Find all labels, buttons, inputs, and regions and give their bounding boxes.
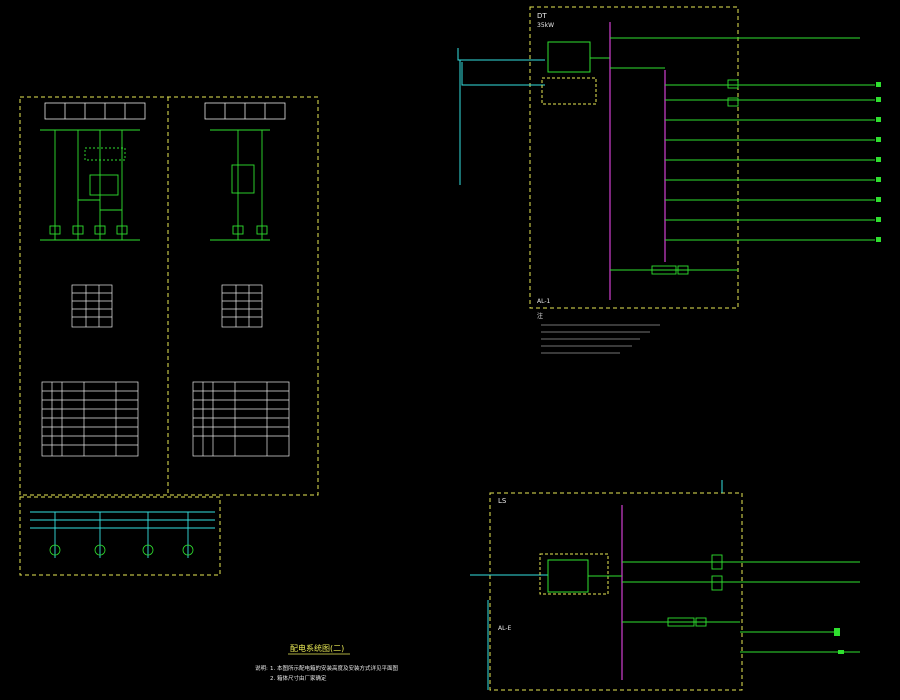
panel-b-frame xyxy=(489,492,743,691)
branch-terminals-b xyxy=(834,628,844,654)
drawing-title: 配电系统图(二) xyxy=(290,643,344,653)
aux-frame xyxy=(19,496,221,576)
sheet-note-1: 1. 本图所示配电箱的安装高度及安装方式详见平面图 xyxy=(270,664,398,672)
distribution-panel-b: LS AL-E xyxy=(470,480,860,691)
sheet-note-2: 2. 箱体尺寸由厂家确定 xyxy=(270,674,327,682)
main-switch-b xyxy=(547,559,589,593)
control-circuit-1 xyxy=(40,129,140,241)
control-circuit-2 xyxy=(210,129,270,241)
equipment-table-1 xyxy=(41,381,139,457)
notes-title: 说明: xyxy=(255,664,268,672)
panel-a-bottom-tag: AL-1 xyxy=(537,298,551,305)
panel-b-bottom-tag: AL-E xyxy=(498,625,512,632)
panel-a-note-label: 注 xyxy=(537,312,543,320)
branch-circuits-b xyxy=(588,554,860,653)
equipment-table-2 xyxy=(192,381,290,457)
control-table-2 xyxy=(221,284,263,328)
panel-a-notes-lines xyxy=(541,324,660,354)
main-switch xyxy=(547,41,591,73)
panel-a-power: 35kW xyxy=(537,22,554,29)
main-switch-b-dashed-box xyxy=(539,553,609,595)
control-table-1 xyxy=(71,284,113,328)
panel-a-frame xyxy=(529,6,739,309)
auxiliary-diagram xyxy=(19,496,221,576)
main-switch-dashed-box xyxy=(541,77,597,105)
control-circuit-sheet xyxy=(19,96,319,496)
sheet-frame-left xyxy=(19,96,319,496)
branch-circuits-a xyxy=(610,79,875,275)
distribution-panel-a: DT 35kW AL-1 xyxy=(457,6,881,354)
panel-a-label: DT xyxy=(537,12,547,20)
panel-b-label: LS xyxy=(498,497,507,505)
title-cells-left xyxy=(44,102,286,120)
branch-terminals-a xyxy=(876,82,881,242)
